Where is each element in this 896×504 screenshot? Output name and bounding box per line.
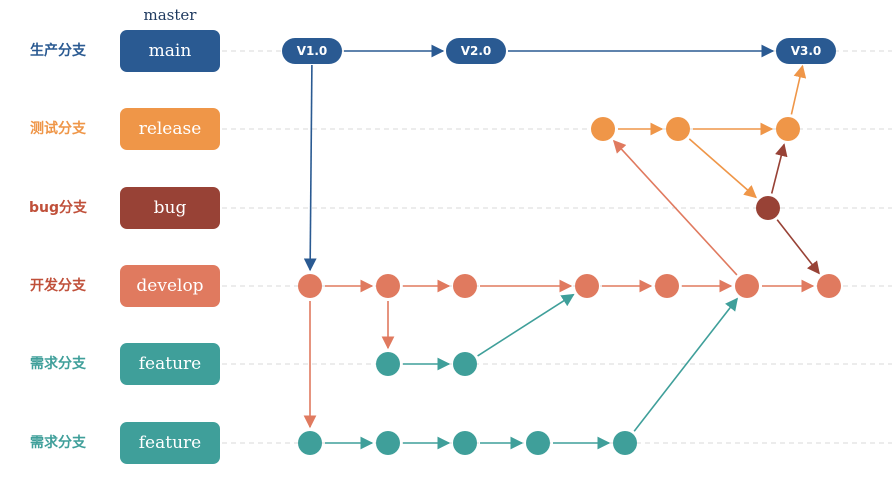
- commit-node-rel1: [591, 117, 615, 141]
- version-pill-v3: V3.0: [776, 38, 836, 64]
- branch-box-release: release: [120, 108, 220, 150]
- master-label: master: [143, 6, 197, 24]
- commit-node-f1b: [453, 352, 477, 376]
- branch-box-main: main: [120, 30, 220, 72]
- row-label-bug: bug分支: [28, 200, 87, 216]
- arrow-f1b-to-dev4: [477, 293, 575, 357]
- commit-node-rel3: [776, 117, 800, 141]
- branch-box-feature-2: feature: [120, 422, 220, 464]
- commit-node-dev5: [655, 274, 679, 298]
- arrow-f2e-to-dev6: [633, 297, 738, 432]
- commit-arrows: [303, 44, 820, 450]
- commit-node-rel2: [666, 117, 690, 141]
- commit-node-f2e: [613, 431, 637, 455]
- row-label-feature-2: 需求分支: [30, 435, 86, 451]
- commit-node-dev3: [453, 274, 477, 298]
- arrow-rel3-to-v3: [790, 64, 807, 115]
- commit-node-f2a: [298, 431, 322, 455]
- commit-node-f2b: [376, 431, 400, 455]
- commit-node-f2c: [453, 431, 477, 455]
- row-label-develop: 开发分支: [30, 278, 86, 294]
- commit-node-f1a: [376, 352, 400, 376]
- row-guide-lines: [222, 50, 892, 444]
- branch-box-feature-1: feature: [120, 343, 220, 385]
- commit-node-dev7: [817, 274, 841, 298]
- arrow-bug1-to-dev7: [776, 219, 820, 275]
- arrow-v1-to-dev1: [303, 64, 317, 272]
- commit-node-dev2: [376, 274, 400, 298]
- branch-box-develop: develop: [120, 265, 220, 307]
- version-pill-v1: V1.0: [282, 38, 342, 64]
- commit-node-dev6: [735, 274, 759, 298]
- arrow-rel2-to-bug1: [688, 138, 757, 199]
- arrow-dev6-to-rel1: [612, 139, 738, 276]
- commit-node-dev4: [575, 274, 599, 298]
- branch-box-bug: bug: [120, 187, 220, 229]
- commit-node-f2d: [526, 431, 550, 455]
- arrow-bug1-to-rel3: [770, 143, 788, 194]
- commit-nodes: [298, 117, 841, 455]
- commit-node-dev1: [298, 274, 322, 298]
- row-label-main: 生产分支: [30, 43, 86, 59]
- row-label-release: 测试分支: [30, 121, 86, 137]
- commit-node-bug1: [756, 196, 780, 220]
- row-label-feature-1: 需求分支: [30, 356, 86, 372]
- version-pill-v2: V2.0: [446, 38, 506, 64]
